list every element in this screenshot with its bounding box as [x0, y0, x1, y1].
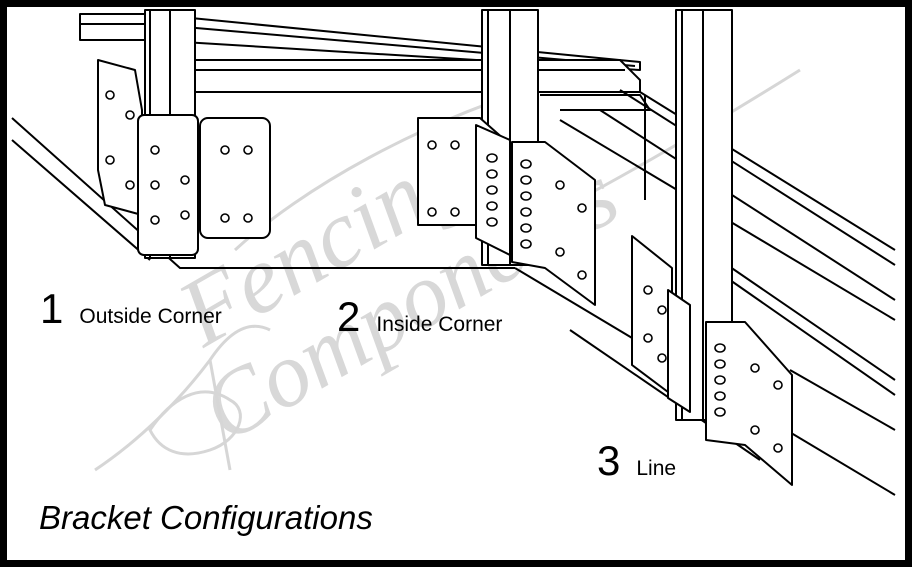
label-text: Inside Corner: [376, 313, 503, 336]
bracket-illustration: .ln { fill:none; stroke:#000; stroke-wid…: [11, 9, 896, 496]
label-inside-corner: 2 Inside Corner: [337, 293, 502, 341]
bracket-line: [631, 235, 793, 486]
bracket-outside-corner: [97, 59, 271, 256]
label-number: 1: [40, 285, 64, 332]
label-number: 2: [337, 293, 361, 340]
label-outside-corner: 1 Outside Corner: [40, 285, 222, 333]
diagram-caption: Bracket Configurations: [39, 499, 373, 536]
bracket-inside-corner: [417, 117, 596, 306]
label-text: Outside Corner: [79, 305, 222, 328]
label-text: Line: [636, 457, 677, 480]
label-number: 3: [597, 437, 621, 484]
label-line: 3 Line: [597, 437, 676, 485]
